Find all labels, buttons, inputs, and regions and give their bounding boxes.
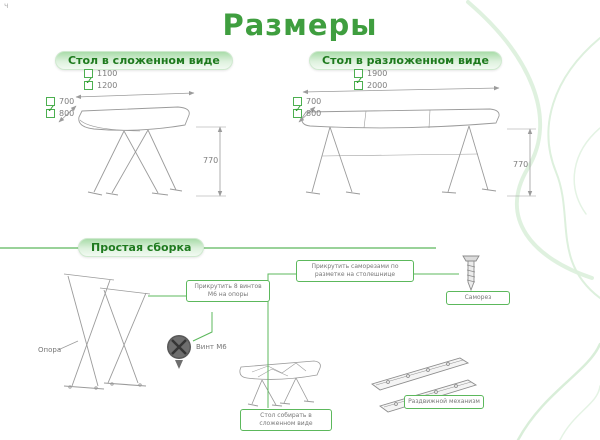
folded-dimension-arrows xyxy=(58,90,226,197)
mechanism-label: Раздвижной механизм xyxy=(404,395,484,410)
bolt-label: Винт М6 xyxy=(196,343,227,351)
dimension-option: 800 xyxy=(293,104,322,118)
section-label-assembly: Простая сборка xyxy=(78,238,205,257)
folded-assembly-table-drawing xyxy=(239,360,321,407)
checkbox-icon xyxy=(354,76,363,90)
unfolded-width-options: 700 800 xyxy=(293,97,321,118)
unfolded-table-drawing xyxy=(301,108,500,195)
dimension-option: 2000 xyxy=(354,76,388,90)
dimension-option: 800 xyxy=(46,104,75,118)
dimension-value: 1200 xyxy=(97,80,118,90)
unfolded-dimension-arrows xyxy=(298,85,536,197)
folded-height-value: 770 xyxy=(203,156,219,165)
checkbox-icon xyxy=(84,76,93,90)
dimension-value: 800 xyxy=(306,108,322,118)
unfolded-height-value: 770 xyxy=(513,160,529,169)
unfolded-length-options: 1900 2000 xyxy=(354,69,387,90)
corner-mark: ч xyxy=(4,1,9,10)
folded-width-options: 700 800 xyxy=(46,97,74,118)
screw-drawing xyxy=(462,255,480,292)
dimension-value: 700 xyxy=(306,96,322,106)
checkbox-icon xyxy=(46,104,55,118)
note-folded-assembly: Стол собирать в сложенном виде xyxy=(240,409,332,432)
note-tabletop: Прикрутить саморезами по разметке на сто… xyxy=(296,260,414,283)
note-bolts: Прикрутить 8 винтов М6 на опоры xyxy=(186,280,270,303)
dimension-value: 800 xyxy=(59,108,75,118)
section-label-unfolded: Стол в разложенном виде xyxy=(309,51,502,70)
folded-length-options: 1100 1200 xyxy=(84,69,117,90)
support-legs-drawing xyxy=(63,273,151,390)
dimension-value: 2000 xyxy=(367,80,388,90)
dimension-value: 700 xyxy=(59,96,75,106)
dimension-value: 1100 xyxy=(97,68,118,78)
bolt-m6-drawing xyxy=(167,335,191,369)
dimension-value: 1900 xyxy=(367,68,388,78)
folded-table-drawing xyxy=(78,106,190,196)
section-label-folded: Стол в сложенном виде xyxy=(55,51,233,70)
screw-label: Саморез xyxy=(446,291,510,306)
checkbox-icon xyxy=(293,104,302,118)
support-label: Опора xyxy=(38,346,62,354)
page-title: Размеры xyxy=(222,8,378,42)
dimension-option: 1200 xyxy=(84,76,118,90)
